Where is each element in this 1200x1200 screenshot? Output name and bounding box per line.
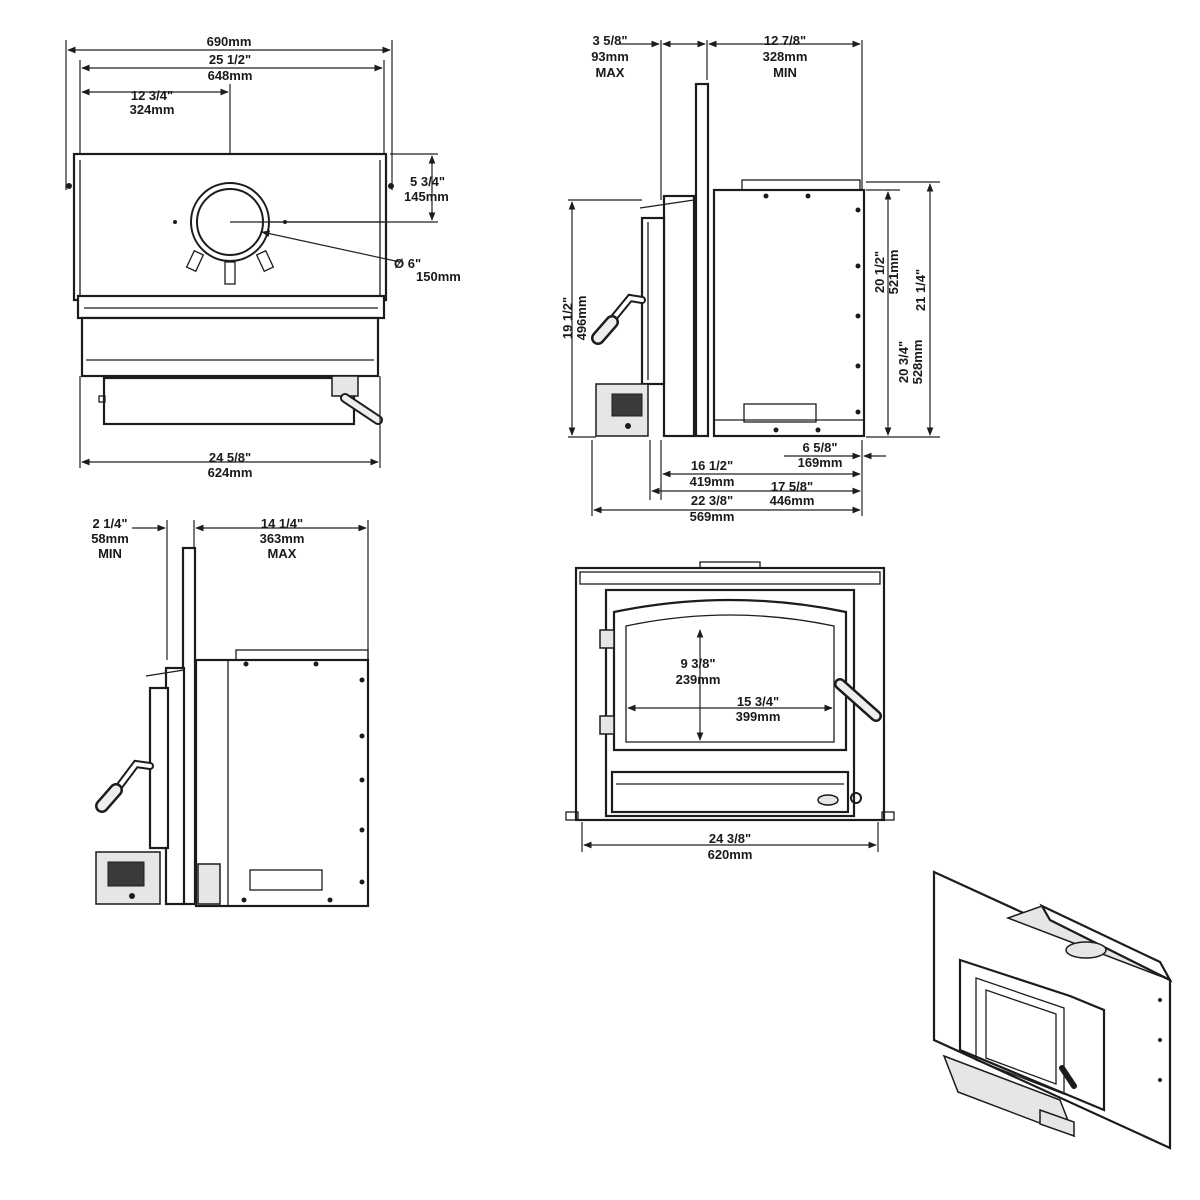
- dim-height-a-in: 19 1/2": [560, 297, 575, 339]
- dim-surround-min-label: MIN: [98, 546, 122, 561]
- dim-depth-c-mm: 569mm: [690, 509, 735, 524]
- dim-surround-max-in: 3 5/8": [592, 33, 627, 48]
- dim-surround-max-mm: 93mm: [591, 49, 629, 64]
- dim-insert-max-in: 14 1/4": [261, 516, 303, 531]
- top-view-body: [72, 152, 388, 302]
- dim-depth-b-in: 17 5/8": [771, 479, 813, 494]
- dim-insert-min-mm: 328mm: [763, 49, 808, 64]
- dim-offset-in: 6 5/8": [802, 440, 837, 455]
- dim-flue-depth-mm: 145mm: [404, 189, 449, 204]
- dim-height-c-mm: 528mm: [910, 340, 925, 385]
- dim-insert-max-mm: 363mm: [260, 531, 305, 546]
- dim-base-width-in: 24 5/8": [209, 450, 251, 465]
- dim-height-a-mm: 496mm: [574, 296, 589, 341]
- dim-depth-c-in: 22 3/8": [691, 493, 733, 508]
- dim-flue-span-mm: 648mm: [208, 68, 253, 83]
- dim-height-c-in: 20 3/4": [896, 341, 911, 383]
- dim-glass-width-in: 15 3/4": [737, 694, 779, 709]
- dim-flue-depth-in: 5 3/4": [410, 174, 445, 189]
- top-view: 690mm 25 1/2" 648mm 12 3/4" 324mm: [65, 34, 461, 480]
- side-view-left: 2 1/4" 58mm MIN 14 1/4" 363mm MAX: [91, 516, 370, 908]
- dim-glass-width-mm: 399mm: [736, 709, 781, 724]
- dim-height-b-in: 20 1/2": [872, 251, 887, 293]
- side-view-right: 3 5/8" 93mm MAX 12 7/8" 328mm MIN: [560, 33, 940, 524]
- dim-height-d-in: 21 1/4": [913, 269, 928, 311]
- dim-glass-height-mm: 239mm: [676, 672, 721, 687]
- dim-offset-mm: 169mm: [798, 455, 843, 470]
- front-view: 9 3/8" 239mm 15 3/4" 399mm 24 3/8" 620mm: [565, 561, 895, 862]
- dim-flue-dia-mm: 150mm: [416, 269, 461, 284]
- dim-depth-b-mm: 446mm: [770, 493, 815, 508]
- dim-insert-max-label: MAX: [268, 546, 297, 561]
- dim-height-b-mm: 521mm: [886, 250, 901, 295]
- dim-flue-span-in: 25 1/2": [209, 52, 251, 67]
- dim-base-width-mm: 624mm: [208, 465, 253, 480]
- dim-glass-height-in: 9 3/8": [680, 656, 715, 671]
- dim-surround-min-mm: 58mm: [91, 531, 129, 546]
- side-left-body: [194, 658, 370, 908]
- dim-front-width-mm: 620mm: [708, 847, 753, 862]
- dim-surround-min-in: 2 1/4": [92, 516, 127, 531]
- dim-insert-min-in: 12 7/8": [764, 33, 806, 48]
- dim-insert-min-label: MIN: [773, 65, 797, 80]
- dim-surround-max-label: MAX: [596, 65, 625, 80]
- front-door: [612, 598, 848, 752]
- dim-depth-a-in: 16 1/2": [691, 458, 733, 473]
- dim-flue-dia-in: Ø 6": [394, 256, 421, 271]
- dim-flue-center-in: 12 3/4": [131, 88, 173, 103]
- dim-depth-a-mm: 419mm: [690, 474, 735, 489]
- isometric-view: [932, 870, 1173, 1150]
- dim-flue-center-mm: 324mm: [130, 102, 175, 117]
- dim-front-width-in: 24 3/8": [709, 831, 751, 846]
- dim-overall-width: 690mm: [207, 34, 252, 49]
- side-right-body: [712, 188, 866, 438]
